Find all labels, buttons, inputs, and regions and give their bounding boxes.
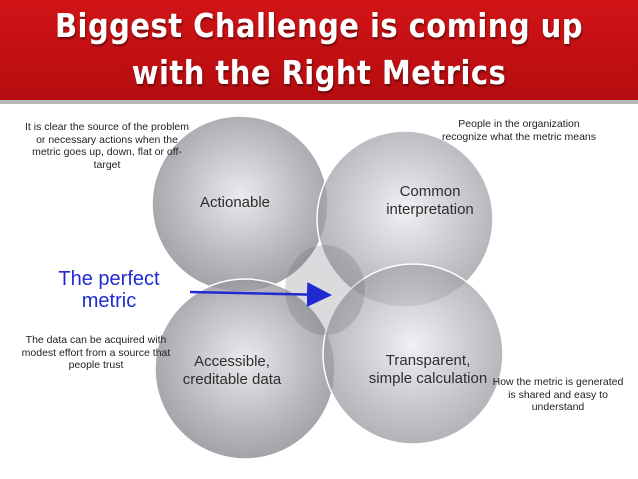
label-transparent-calculation: Transparent, simple calculation: [368, 352, 488, 387]
arrow-icon: [189, 282, 332, 308]
circle-bottom-right: [322, 263, 504, 445]
label-common-interpretation: Common interpretation: [386, 183, 474, 218]
venn-diagram: [151, 115, 504, 460]
label-perfect-metric: The perfect metric: [58, 268, 160, 312]
title-banner: Biggest Challenge is coming up with the …: [0, 0, 638, 102]
note-top-right: People in the organization recognize wha…: [441, 118, 597, 143]
note-bottom-left: The data can be acquired with modest eff…: [21, 334, 171, 371]
title-line-2: with the Right Metrics: [131, 53, 507, 92]
note-bottom-right: How the metric is generated is shared an…: [492, 376, 624, 413]
title-line-1: Biggest Challenge is coming up: [54, 6, 584, 45]
banner-background: [0, 0, 638, 102]
note-top-left: It is clear the source of the problem or…: [25, 121, 189, 171]
banner-divider: [0, 100, 638, 104]
label-accessible-data: Accessible, creditable data: [182, 353, 282, 388]
label-actionable: Actionable: [199, 194, 271, 211]
center-overlap: [285, 245, 365, 335]
